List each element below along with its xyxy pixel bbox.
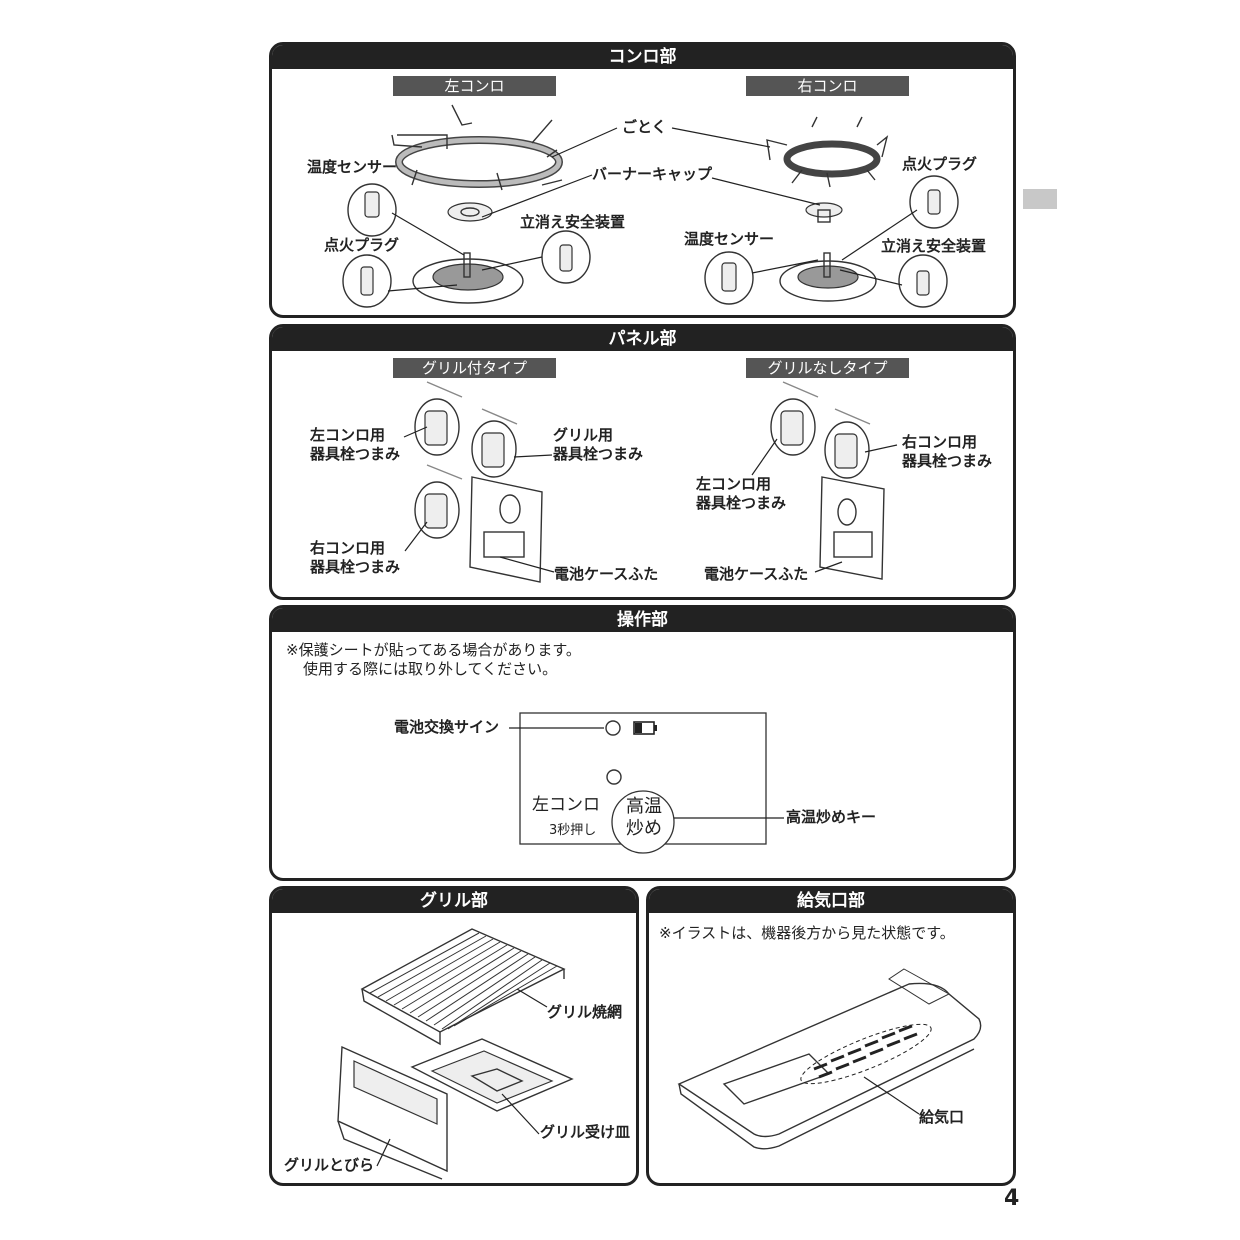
left-flame-failure-label: 立消え安全装置	[520, 213, 626, 231]
intake-note: ※イラストは、機器後方から見た状態です。	[659, 924, 955, 942]
grill-tray-label: グリル受け皿	[540, 1123, 631, 1141]
grill-grill-knob-label: グリル用器具栓つまみ	[553, 426, 644, 463]
battery-sign-label: 電池交換サイン	[394, 718, 500, 736]
intake-section-title: 給気口部	[649, 889, 1013, 913]
nogrill-left-knob-label: 左コンロ用器具栓つまみ	[696, 475, 787, 512]
operation-illustration	[509, 712, 784, 854]
grill-left-knob-label: 左コンロ用器具栓つまみ	[310, 426, 401, 463]
right-flame-failure-label: 立消え安全装置	[881, 237, 987, 255]
grill-section: グリル部 グリル焼網 グリル受け皿 グリルとびら	[269, 886, 639, 1186]
nogrill-right-knob-label: 右コンロ用器具栓つまみ	[902, 433, 993, 470]
section-tab-marker	[1023, 189, 1057, 209]
grill-illustration	[337, 928, 574, 1180]
high-temp-lamp	[606, 769, 622, 785]
panel-illustration	[403, 381, 898, 583]
panel-section-title: パネル部	[272, 327, 1013, 351]
right-ignition-plug-label: 点火プラグ	[902, 155, 978, 173]
left-ignition-plug-label: 点火プラグ	[324, 236, 400, 254]
konro-section: コンロ部	[269, 42, 1016, 318]
grill-battery-cover-label: 電池ケースふた	[554, 565, 659, 583]
konro-illustration	[342, 104, 959, 308]
left-temp-sensor-label: 温度センサー	[307, 158, 398, 176]
panel-section: パネル部 グリル付タイプ グリルなしタイプ 左コンロ用器具栓つまみ グリル用器具…	[269, 324, 1016, 600]
operation-note: ※保護シートが貼ってある場合があります。 使用する際には取り外してください。	[286, 641, 581, 678]
operation-section: 操作部 ※保護シートが貼ってある場合があります。 使用する際には取り外してくださ…	[269, 605, 1016, 881]
left-konro-panel-text: 左コンロ	[532, 795, 600, 815]
nogrill-battery-cover-label: 電池ケースふた	[704, 565, 809, 583]
intake-illustration	[677, 968, 982, 1150]
grill-door-label: グリルとびら	[284, 1156, 375, 1174]
high-temp-button[interactable]: 高温 炒め	[626, 796, 662, 839]
operation-section-title: 操作部	[272, 608, 1013, 632]
no-grill-type-subtitle: グリルなしタイプ	[746, 358, 909, 378]
high-temp-key-label: 高温炒めキー	[786, 808, 877, 826]
burner-cap-label: バーナーキャップ	[592, 165, 713, 183]
page-number: 4	[1004, 1186, 1020, 1211]
intake-vent-label: 給気口	[919, 1108, 965, 1126]
konro-section-title: コンロ部	[272, 45, 1013, 69]
grill-type-subtitle: グリル付タイプ	[393, 358, 556, 378]
intake-section: 給気口部 ※イラストは、機器後方から見た状態です。 給気口	[646, 886, 1016, 1186]
grill-right-knob-label: 右コンロ用器具栓つまみ	[310, 539, 401, 576]
press-3s-text: 3秒押し	[549, 823, 597, 838]
left-konro-subtitle: 左コンロ	[393, 76, 556, 96]
grill-net-label: グリル焼網	[547, 1003, 623, 1021]
right-temp-sensor-label: 温度センサー	[684, 230, 775, 248]
gotoku-label: ごとく	[622, 118, 667, 136]
grill-section-title: グリル部	[272, 889, 636, 913]
battery-sign-lamp	[605, 720, 621, 736]
right-konro-subtitle: 右コンロ	[746, 76, 909, 96]
